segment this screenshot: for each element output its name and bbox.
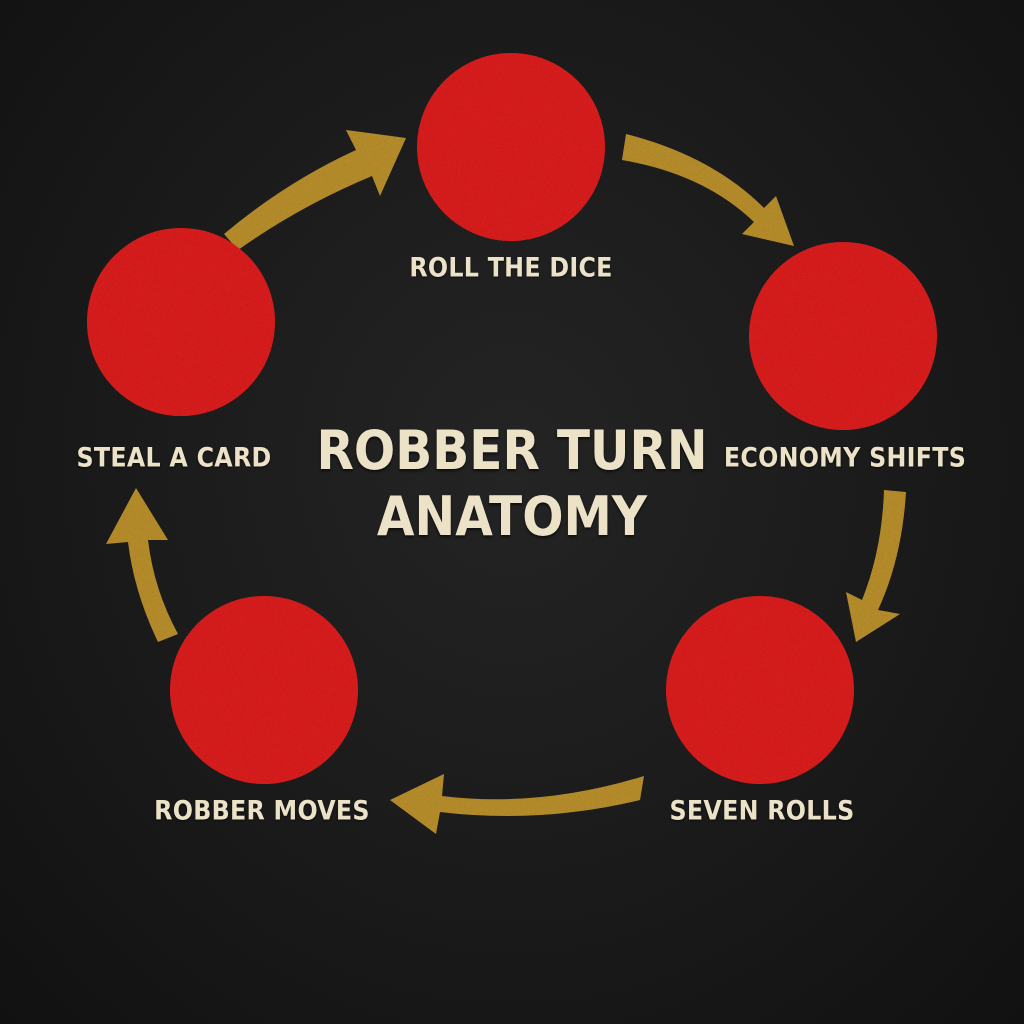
- node-circle-roll-the-dice: [417, 53, 605, 241]
- arrow-robber-to-steal: [106, 488, 178, 642]
- page-title: ROBBER TURN ANATOMY: [316, 418, 707, 550]
- node-circle-robber-moves: [170, 596, 358, 784]
- arrow-seven-to-robber: [390, 774, 644, 834]
- node-label-economy-shifts: ECONOMY SHIFTS: [723, 442, 967, 474]
- node-circle-economy-shifts: [749, 242, 937, 430]
- node-label-steal-a-card: STEAL A CARD: [76, 442, 272, 474]
- node-label-robber-moves: ROBBER MOVES: [154, 795, 370, 827]
- title-line-1: ROBBER TURN: [316, 419, 708, 482]
- arrow-steal-to-roll: [224, 130, 406, 250]
- node-label-seven-rolls: SEVEN ROLLS: [669, 795, 855, 827]
- arrow-roll-to-economy: [622, 134, 794, 246]
- node-circle-steal-a-card: [87, 228, 275, 416]
- node-circle-seven-rolls: [666, 596, 854, 784]
- node-label-roll-the-dice: ROLL THE DICE: [409, 252, 613, 284]
- title-line-2: ANATOMY: [376, 485, 648, 548]
- arrow-economy-to-seven: [846, 490, 906, 642]
